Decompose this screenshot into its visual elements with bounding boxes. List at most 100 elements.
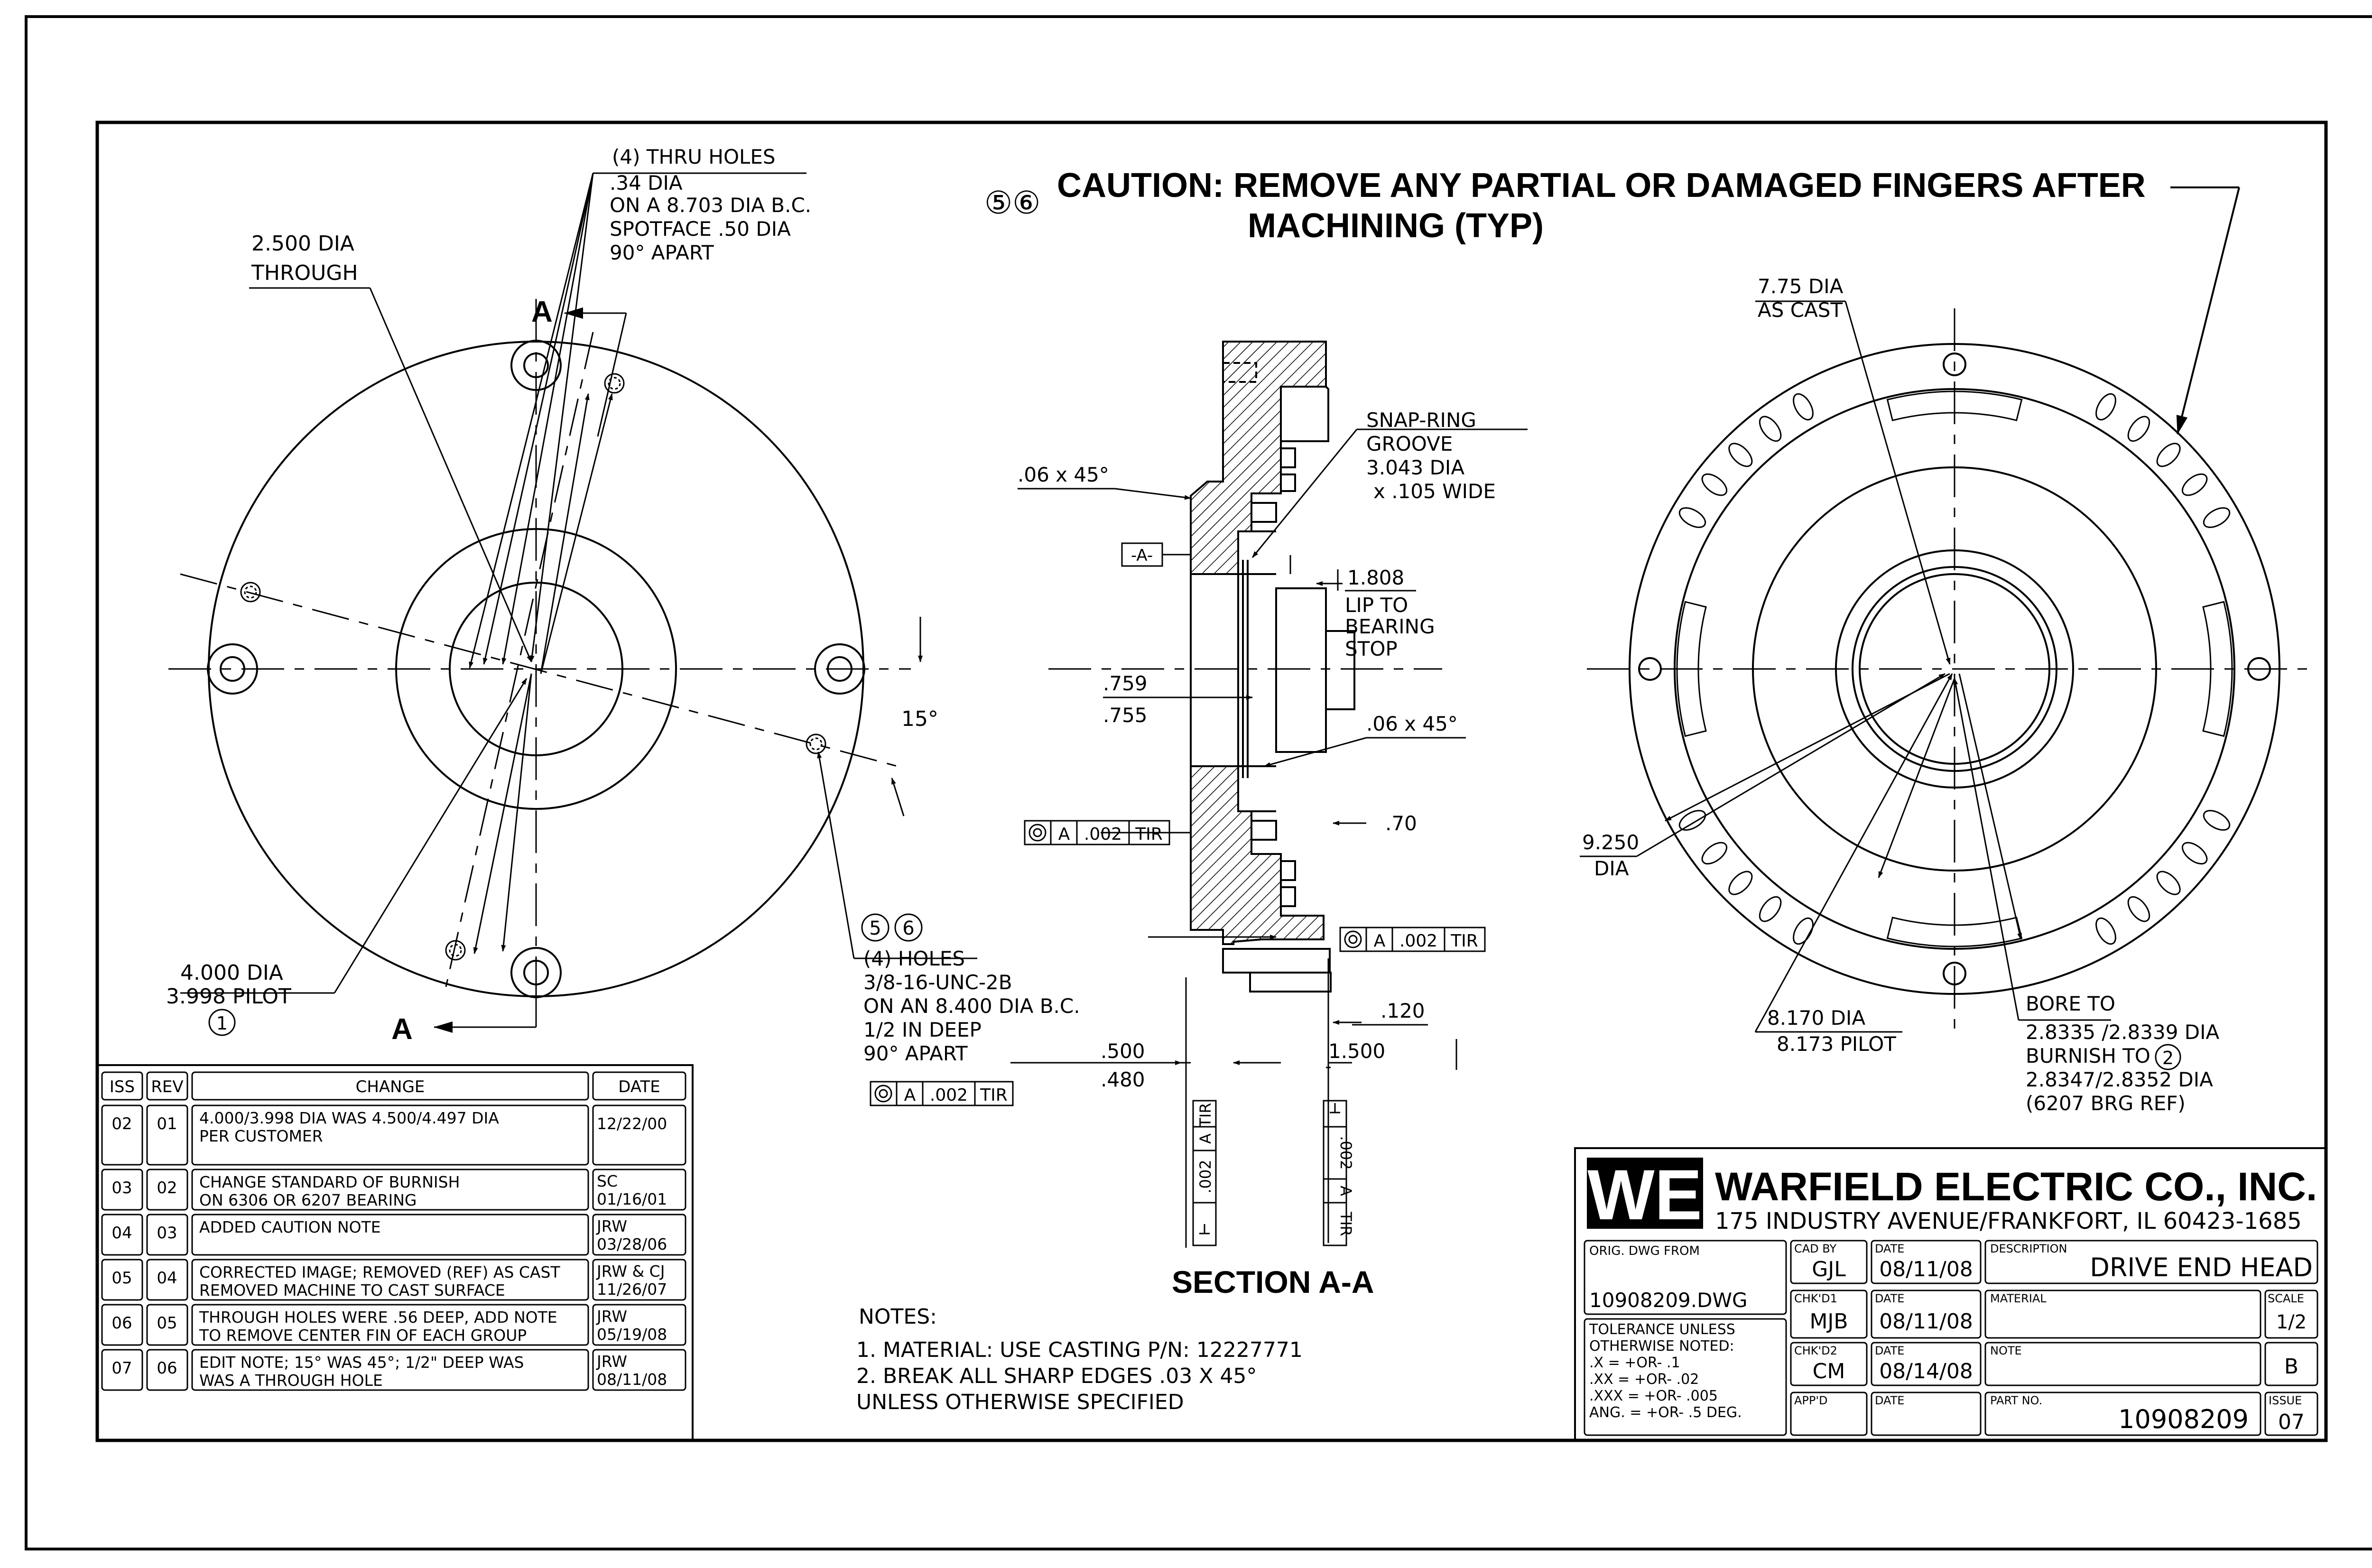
svg-text:CM: CM: [1813, 1359, 1845, 1383]
rev-change: EDIT NOTE; 15° WAS 45°; 1/2" DEEP WAS: [199, 1353, 524, 1372]
rev-cell: [101, 1349, 143, 1391]
svg-text:10908209: 10908209: [2118, 1404, 2249, 1434]
rv-slot: [2202, 601, 2233, 737]
rev-rev: 02: [157, 1178, 177, 1197]
rv-fin: [2156, 443, 2181, 467]
rev-iss: 02: [111, 1114, 132, 1133]
svg-text:8.173 PILOT: 8.173 PILOT: [1777, 1032, 1896, 1056]
svg-text:3.043 DIA: 3.043 DIA: [1366, 456, 1464, 479]
rv-fin: [1728, 871, 1753, 895]
section-letter-bottom: A: [391, 1013, 413, 1046]
rev-cell: [146, 1259, 188, 1301]
svg-text:A: A: [904, 1086, 916, 1105]
rev-cell: [146, 1169, 188, 1211]
svg-text:.002: .002: [930, 1086, 968, 1105]
rev-rev: 01: [157, 1114, 177, 1133]
svg-text:(6207 BRG REF): (6207 BRG REF): [2026, 1092, 2186, 1115]
svg-text:BORE TO: BORE TO: [2026, 992, 2115, 1015]
holes-note-1: (4) HOLES: [863, 947, 965, 970]
thru-holes-note-3: ON A 8.703 DIA B.C.: [610, 194, 811, 217]
caution-note: ⑤⑥ CAUTION: REMOVE ANY PARTIAL OR DAMAGE…: [984, 167, 2240, 435]
rev-cell: [191, 1349, 589, 1391]
svg-text:1. MATERIAL: USE CASTING P/N: 1. MATERIAL: USE CASTING P/N: 12227771: [856, 1338, 1303, 1362]
rev-cell: [146, 1304, 188, 1346]
section-hatch-body: [1190, 341, 1327, 575]
rev-cell: [592, 1104, 686, 1166]
svg-text:1/2: 1/2: [2276, 1311, 2307, 1333]
svg-text:DATE: DATE: [1875, 1292, 1904, 1305]
rev-header-3: DATE: [618, 1077, 660, 1096]
rev-date: JRW: [596, 1307, 627, 1326]
rev-rev: 05: [157, 1314, 177, 1333]
svg-text:A: A: [1058, 825, 1070, 844]
rev-cell: [592, 1169, 686, 1211]
rev-header-cell: [592, 1071, 686, 1101]
svg-text:PART NO.: PART NO.: [1990, 1394, 2042, 1407]
svg-text:WE: WE: [1587, 1155, 1702, 1234]
svg-text:.755: .755: [1103, 704, 1148, 727]
company-address: 175 INDUSTRY AVENUE/FRANKFORT, IL 60423-…: [1715, 1208, 2302, 1234]
rev-cell: [146, 1104, 188, 1166]
svg-text:DATE: DATE: [1875, 1344, 1904, 1357]
chamfer-top: .06 x 45°: [1018, 463, 1109, 486]
rev-cell: [101, 1104, 143, 1166]
tapped-holes: [240, 373, 826, 961]
svg-text:10908209.DWG: 10908209.DWG: [1589, 1289, 1748, 1312]
holes-fcf: [870, 1081, 1014, 1106]
svg-text:TOLERANCE UNLESS: TOLERANCE UNLESS: [1589, 1321, 1735, 1338]
rev-cell: [146, 1349, 188, 1391]
rev-date: JRW & CJ: [596, 1262, 665, 1280]
svg-text:DRIVE END HEAD: DRIVE END HEAD: [2090, 1253, 2313, 1282]
svg-text:AS CAST: AS CAST: [1758, 298, 1843, 322]
svg-text:ANG. = +OR- .5 DEG.: ANG. = +OR- .5 DEG.: [1589, 1404, 1742, 1421]
thru-holes-note-1: (4) THRU HOLES: [612, 145, 776, 168]
fcf-left: [1024, 820, 1170, 845]
rev-change: PER CUSTOMER: [199, 1127, 323, 1145]
rv-fin: [2095, 393, 2116, 421]
rev-change: CORRECTED IMAGE; REMOVED (REF) AS CAST: [199, 1263, 560, 1281]
rev-iss: 05: [111, 1269, 132, 1288]
notes: NOTES: 1. MATERIAL: USE CASTING P/N: 122…: [856, 1305, 1303, 1414]
rev-cell: [191, 1259, 589, 1301]
rev-iss: 07: [111, 1359, 132, 1378]
svg-text:ISSUE: ISSUE: [2269, 1394, 2302, 1407]
rev-cell: [191, 1304, 589, 1346]
svg-text:UNLESS OTHERWISE SPECIFIED: UNLESS OTHERWISE SPECIFIED: [856, 1390, 1184, 1414]
svg-text:1.808: 1.808: [1347, 566, 1404, 589]
svg-text:2: 2: [2162, 1048, 2174, 1068]
rev-cell: [146, 1214, 188, 1256]
svg-text:APP'D: APP'D: [1794, 1394, 1827, 1407]
svg-text:TIR: TIR: [1337, 1211, 1355, 1236]
svg-text:A: A: [1196, 1133, 1214, 1144]
thru-hole-right: [814, 643, 865, 695]
right-view: [1580, 300, 2315, 1033]
svg-text:GROOVE: GROOVE: [1366, 432, 1453, 455]
svg-text:2.8347/2.8352 DIA: 2.8347/2.8352 DIA: [2026, 1068, 2213, 1091]
rev-date: 01/16/01: [597, 1190, 667, 1208]
svg-text:.120: .120: [1381, 999, 1425, 1022]
thru-holes-note-2: .34 DIA: [610, 171, 683, 195]
svg-text:.X = +OR- .1: .X = +OR- .1: [1589, 1355, 1680, 1371]
section-view: [1010, 341, 1466, 1248]
rv-slot: [1886, 917, 2023, 947]
rev-header-cell: [191, 1071, 589, 1101]
thru-hole-left: [207, 643, 258, 695]
svg-text:A: A: [1337, 1186, 1355, 1196]
rv-leaders: [1580, 300, 2111, 1033]
svg-text:.002: .002: [1337, 1136, 1355, 1169]
svg-text:LIP TO: LIP TO: [1345, 594, 1408, 617]
holes-marker-6: 6: [902, 918, 914, 939]
rev-date: 08/11/08: [597, 1370, 667, 1389]
angle-label: 15°: [901, 707, 938, 731]
rev-change: ON 6306 OR 6207 BEARING: [199, 1191, 417, 1209]
left-view-labels: (4) THRU HOLES .34 DIA ON A 8.703 DIA B.…: [166, 145, 1080, 1106]
svg-text:.002: .002: [1196, 1160, 1214, 1193]
rev-rev: 03: [157, 1224, 177, 1243]
svg-text:x .105 WIDE: x .105 WIDE: [1373, 480, 1496, 503]
holes-note-5: 90° APART: [863, 1042, 968, 1065]
section-hatch-lower: [1190, 765, 1325, 945]
svg-text:.70: .70: [1385, 812, 1417, 835]
rv-fin: [2156, 871, 2181, 895]
rev-change: WAS A THROUGH HOLE: [199, 1371, 383, 1390]
svg-text:1.500: 1.500: [1328, 1039, 1385, 1063]
